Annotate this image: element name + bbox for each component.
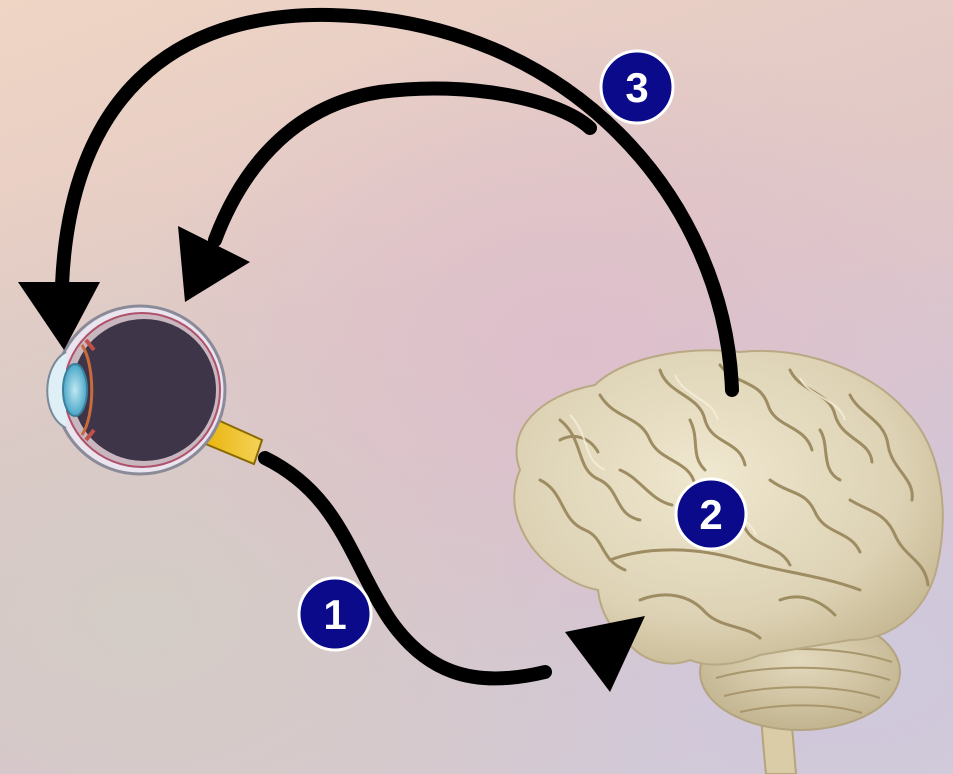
brain-illustration xyxy=(514,350,943,774)
eyeball-interior xyxy=(72,319,216,461)
step-badge-3: 3 xyxy=(601,51,673,123)
step-badge-2: 2 xyxy=(676,479,746,549)
step-badge-1: 1 xyxy=(299,578,371,650)
arrowhead-brain xyxy=(565,616,645,692)
step-badge-2-label: 2 xyxy=(699,491,722,538)
eye-illustration xyxy=(47,306,262,474)
arrow-brain-to-eye-inner xyxy=(215,88,590,240)
lens xyxy=(63,364,87,416)
step-badge-1-label: 1 xyxy=(323,591,346,638)
arrow-eye-to-brain xyxy=(265,458,545,679)
step-badge-3-label: 3 xyxy=(625,64,648,111)
